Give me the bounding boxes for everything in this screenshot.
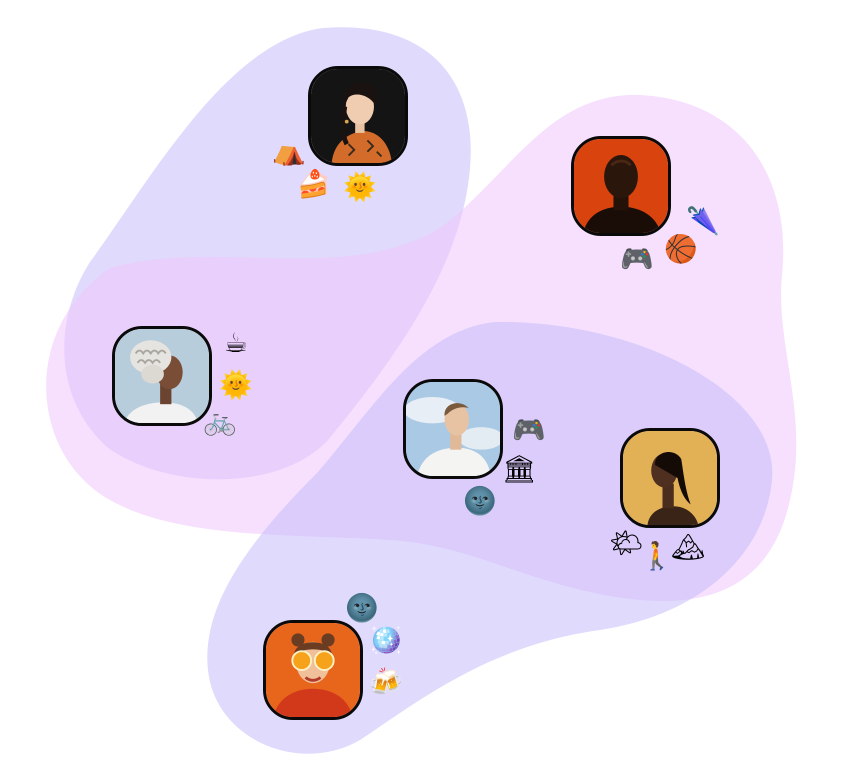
avatar-woman-orange-jacket[interactable] <box>308 66 408 166</box>
tent-icon: ⛺ <box>272 136 306 167</box>
new-moon-face-icon: 🌚 <box>345 593 379 624</box>
sun-behind-cloud-icon: 🌤 <box>609 528 644 559</box>
mirror-ball-icon: 🪩 <box>369 625 403 656</box>
new-moon-face-icon: 🌚 <box>463 486 497 517</box>
cake-icon: 🍰 <box>297 169 331 200</box>
mountain-icon: 🏔 <box>671 532 706 563</box>
portrait-image <box>266 623 360 717</box>
classical-building-icon: 🏛 <box>502 454 537 485</box>
game-controller-icon: 🎮 <box>512 415 546 446</box>
game-controller-icon: 🎮 <box>620 244 654 275</box>
clinking-beer-mugs-icon: 🍻 <box>369 667 403 698</box>
portrait-image <box>311 69 405 163</box>
bicycle-icon: 🚲 <box>203 406 237 437</box>
sun-with-face-icon: 🌞 <box>219 370 253 401</box>
avatar-woman-gold-backdrop[interactable] <box>620 428 720 528</box>
portrait-image <box>406 382 500 476</box>
sun-with-face-icon: 🌞 <box>343 172 377 203</box>
person-walking-icon: 🚶 <box>640 541 674 572</box>
portrait-image <box>623 431 717 525</box>
avatar-woman-braids[interactable] <box>112 326 212 426</box>
avatar-girl-oranges[interactable] <box>263 620 363 720</box>
coffee-icon: ☕ <box>223 328 249 359</box>
avatar-man-orange-backdrop[interactable] <box>571 136 671 236</box>
portrait-image <box>115 329 209 423</box>
avatar-man-white-tee[interactable] <box>403 379 503 479</box>
portrait-image <box>574 139 668 233</box>
basketball-icon: 🏀 <box>664 234 698 265</box>
umbrella-icon: 🌂 <box>686 206 720 237</box>
